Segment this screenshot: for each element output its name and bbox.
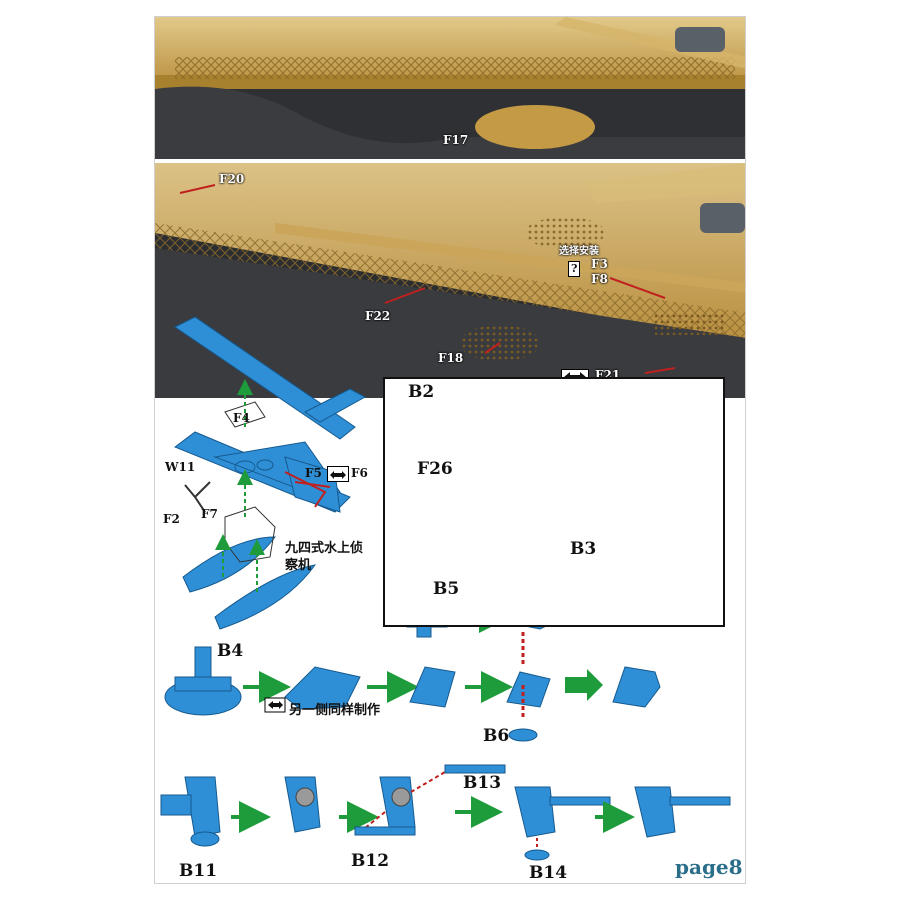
photo-catapult-top: F17 [155,17,745,159]
option-mark: ? [568,261,581,277]
label-f3: F3 [591,257,608,271]
aircraft-caption-1: 九四式水上侦 [285,541,364,556]
label-b6: B6 [483,726,510,746]
photo-catapult-detail: F20 F22 F18 F21 选择安装 F3 F8 ? [155,163,745,398]
option-text: 选择安装 [559,246,599,257]
aircraft-caption-2: 察机 [285,558,312,573]
label-b12: B12 [351,851,390,871]
label-b14: B14 [529,863,568,883]
label-b3: B3 [570,539,597,559]
label-f6: F6 [351,466,368,480]
swap-arrow-icon [327,466,349,482]
label-f8: F8 [591,272,608,286]
label-f17: F17 [443,133,469,147]
label-w11: W11 [165,460,196,474]
label-f18: F18 [438,351,464,365]
b11-sequence [160,764,731,861]
label-f26: F26 [417,459,453,479]
inset-panel [383,377,725,627]
mirror-note: 另一侧同样制作 [289,703,381,718]
label-f22: F22 [365,309,391,323]
instruction-sheet: F17 [154,16,746,884]
label-f20: F20 [219,172,245,186]
label-f5: F5 [305,466,322,480]
page-number: page8 [675,855,743,879]
label-b13: B13 [463,773,502,793]
aircraft-diagram [173,316,367,630]
b4-sequence [164,632,661,742]
label-f7: F7 [201,507,218,521]
label-b2: B2 [408,382,435,402]
label-b4: B4 [217,641,244,661]
label-f4: F4 [233,411,250,425]
label-b5: B5 [433,579,460,599]
label-b11: B11 [179,861,218,881]
label-f2: F2 [163,512,180,526]
